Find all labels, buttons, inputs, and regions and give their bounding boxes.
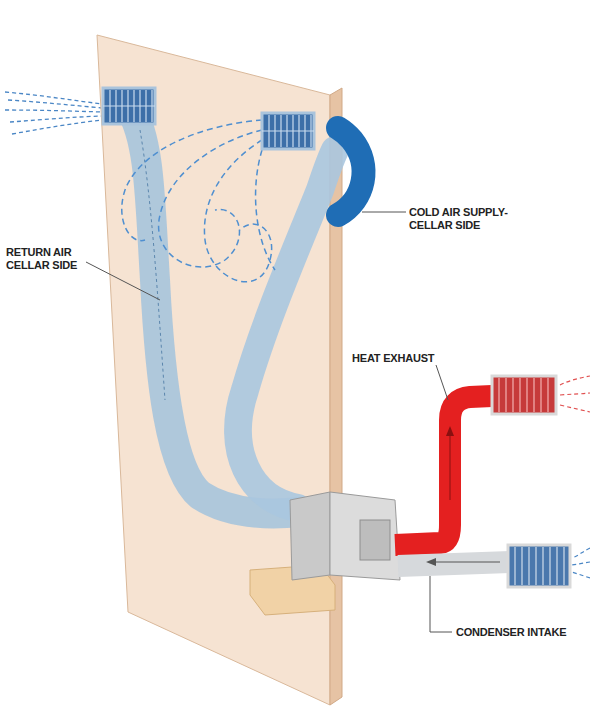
air-flow-line	[560, 393, 590, 395]
grille-frame	[103, 88, 155, 124]
unit-body-outer	[330, 492, 400, 580]
grille-slats	[515, 547, 564, 585]
callout-label: COLD AIR SUPPLY- CELLAR SIDE	[409, 206, 527, 232]
grille-slats	[103, 90, 155, 122]
air-flow-line	[560, 405, 590, 412]
grille-slats	[262, 115, 314, 147]
grille-frame	[262, 113, 314, 149]
flow-arrow-head	[446, 426, 454, 436]
callout-label: CONDENSER INTAKE	[456, 626, 586, 639]
air-flow-line	[5, 110, 102, 112]
unit-body-inner	[290, 492, 330, 580]
leader-line	[430, 576, 452, 632]
air-flow-lines	[5, 92, 102, 134]
air-flow-line	[256, 150, 275, 270]
air-flow-line	[12, 120, 102, 134]
supply-duct-bend	[338, 128, 363, 215]
flow-arrow-line	[430, 562, 500, 563]
grille-slats	[499, 378, 548, 412]
air-flow-line	[204, 140, 271, 282]
leader-line	[436, 365, 448, 400]
heat-exhaust-duct	[395, 396, 492, 545]
exhaust-grille	[492, 376, 556, 414]
air-flow-line	[572, 548, 590, 558]
grille-frame	[492, 376, 556, 414]
flow-arrow-line	[450, 430, 451, 500]
air-flow-line	[159, 130, 262, 267]
air-flow-line	[8, 100, 102, 108]
air-flow-line	[560, 376, 590, 385]
air-flow-line	[5, 92, 102, 104]
callout-label: HEAT EXHAUST	[352, 352, 472, 365]
cellar-air-flow	[122, 120, 275, 282]
supply-air-duct	[238, 150, 335, 508]
air-flow-line	[572, 562, 590, 565]
leader-line	[86, 262, 160, 300]
grille-frame	[508, 545, 570, 587]
return-air-grille	[103, 88, 155, 124]
supply-air-grille	[262, 113, 314, 149]
air-flow-line	[122, 120, 262, 241]
exhaust-air-flow	[560, 376, 590, 412]
leader-lines	[86, 212, 452, 632]
condenser-intake-duct	[398, 562, 512, 566]
leader-line	[362, 212, 406, 213]
unit-panel	[360, 520, 390, 560]
air-flow-line	[572, 572, 590, 578]
intake-air-flow	[572, 548, 590, 578]
flow-arrow-head	[426, 558, 436, 566]
flow-arrow-line	[140, 130, 165, 400]
callout-label: RETURN AIR CELLAR SIDE	[6, 246, 92, 272]
intake-grille	[508, 545, 570, 587]
